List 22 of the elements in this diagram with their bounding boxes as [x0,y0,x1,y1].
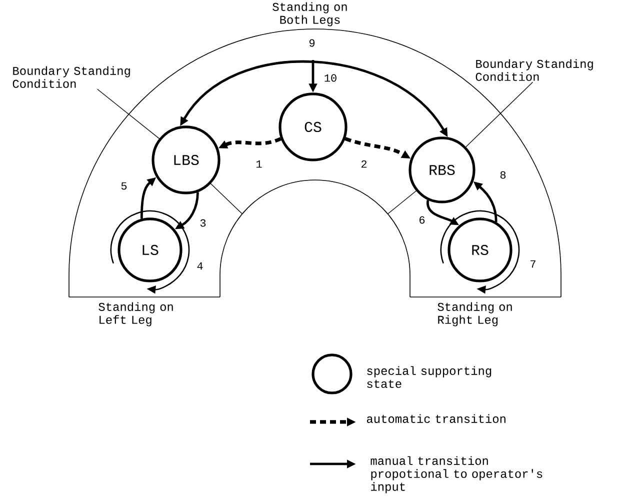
edge-label: 9 [308,38,316,48]
arrow [440,210,520,294]
edge-label: 7 [528,259,538,269]
edge-label: 4 [196,261,204,271]
edge-label: 8 [498,170,508,180]
arrow [110,210,190,294]
region-label: Boundary Standing Condition [476,59,593,81]
edge-label: 2 [360,159,368,169]
leader-line [96,88,160,139]
legend-text: special supporting state [367,366,492,388]
region-label: Standing on Right Leg [438,302,512,326]
edge-label: 5 [120,181,128,191]
edge-label: 1 [254,159,264,169]
legend-text: manual transition propotional to operator's input [370,456,542,494]
edge-label: 6 [418,215,426,225]
edge-label: 10 [322,73,338,83]
leader-line [466,82,534,148]
region-label: Standing on Both Legs [272,2,347,26]
legend-text: automatic transition [366,414,506,423]
region-label: Standing on Left Leg [98,302,173,326]
region-label: Boundary Standing Condition [12,66,130,88]
edge-label: 3 [198,218,208,228]
